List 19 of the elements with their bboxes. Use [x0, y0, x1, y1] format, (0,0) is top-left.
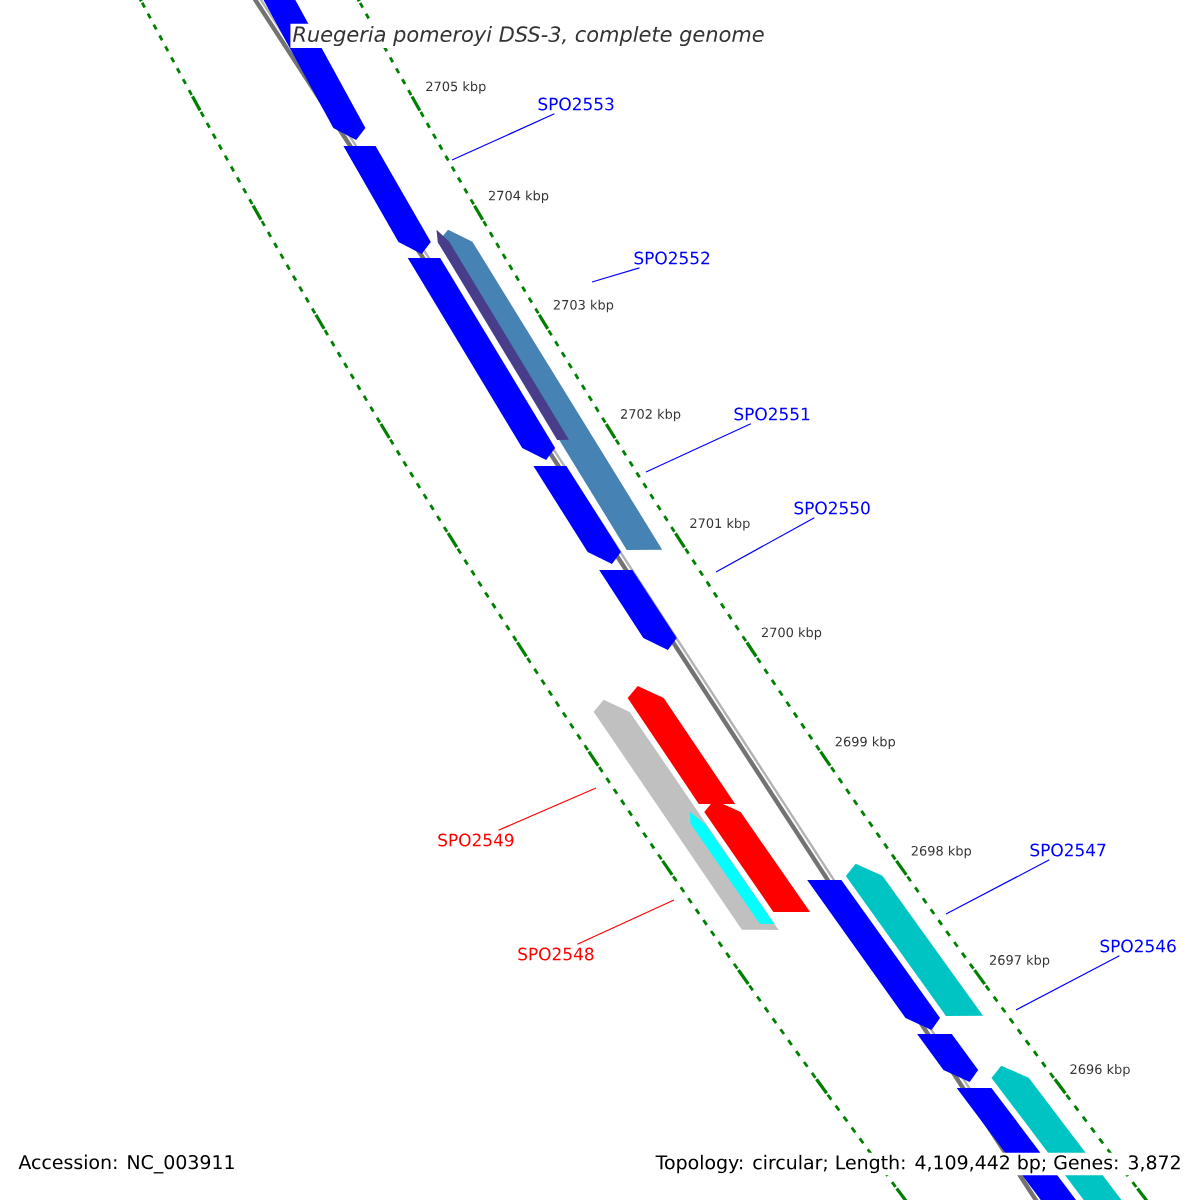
- gene-label: SPO2552: [634, 251, 710, 265]
- leader-line: [645, 423, 752, 473]
- gene-label: SPO2548: [518, 947, 594, 961]
- gene-label: SPO2546: [1100, 939, 1176, 953]
- map-title: Ruegeria pomeroyi DSS-3, complete genome: [290, 23, 767, 49]
- leader-line: [497, 787, 597, 831]
- leader-line: [945, 859, 1050, 915]
- leader-line: [576, 899, 675, 945]
- accession-text: Accession: NC_003911: [16, 1152, 238, 1176]
- gene-label: SPO2551: [734, 407, 810, 421]
- gene-label: SPO2547: [1030, 843, 1106, 857]
- leader-line: [715, 517, 815, 573]
- leader-line: [451, 113, 555, 161]
- leader-line: [591, 267, 640, 283]
- gene-label: SPO2550: [794, 501, 870, 515]
- gene-label: SPO2553: [538, 97, 614, 111]
- gene-label: SPO2549: [438, 833, 514, 847]
- leader-line: [1015, 955, 1120, 1011]
- genome-summary-text: Topology: circular; Length: 4,109,442 bp; Genes: 3,872: [653, 1152, 1184, 1176]
